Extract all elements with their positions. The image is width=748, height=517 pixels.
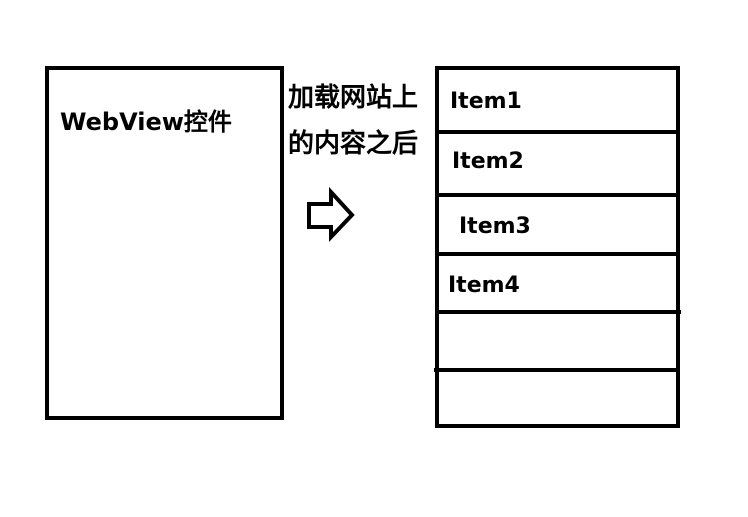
- webview-label: WebView控件: [60, 108, 232, 136]
- webview-control-box: [45, 66, 284, 420]
- row-divider: [435, 130, 680, 134]
- caption-line-1: 加载网站上: [288, 83, 419, 113]
- list-view: [435, 66, 680, 428]
- row-divider: [435, 310, 681, 314]
- row-divider: [434, 368, 680, 372]
- caption-line-2: 的内容之后: [288, 129, 419, 159]
- row-divider: [435, 252, 680, 256]
- row-divider: [435, 193, 680, 197]
- list-item-2[interactable]: Item2: [452, 149, 524, 174]
- list-item-4[interactable]: Item4: [448, 273, 520, 298]
- list-item-1[interactable]: Item1: [450, 89, 522, 114]
- list-item-3[interactable]: Item3: [459, 214, 531, 239]
- right-arrow-icon: [307, 186, 355, 242]
